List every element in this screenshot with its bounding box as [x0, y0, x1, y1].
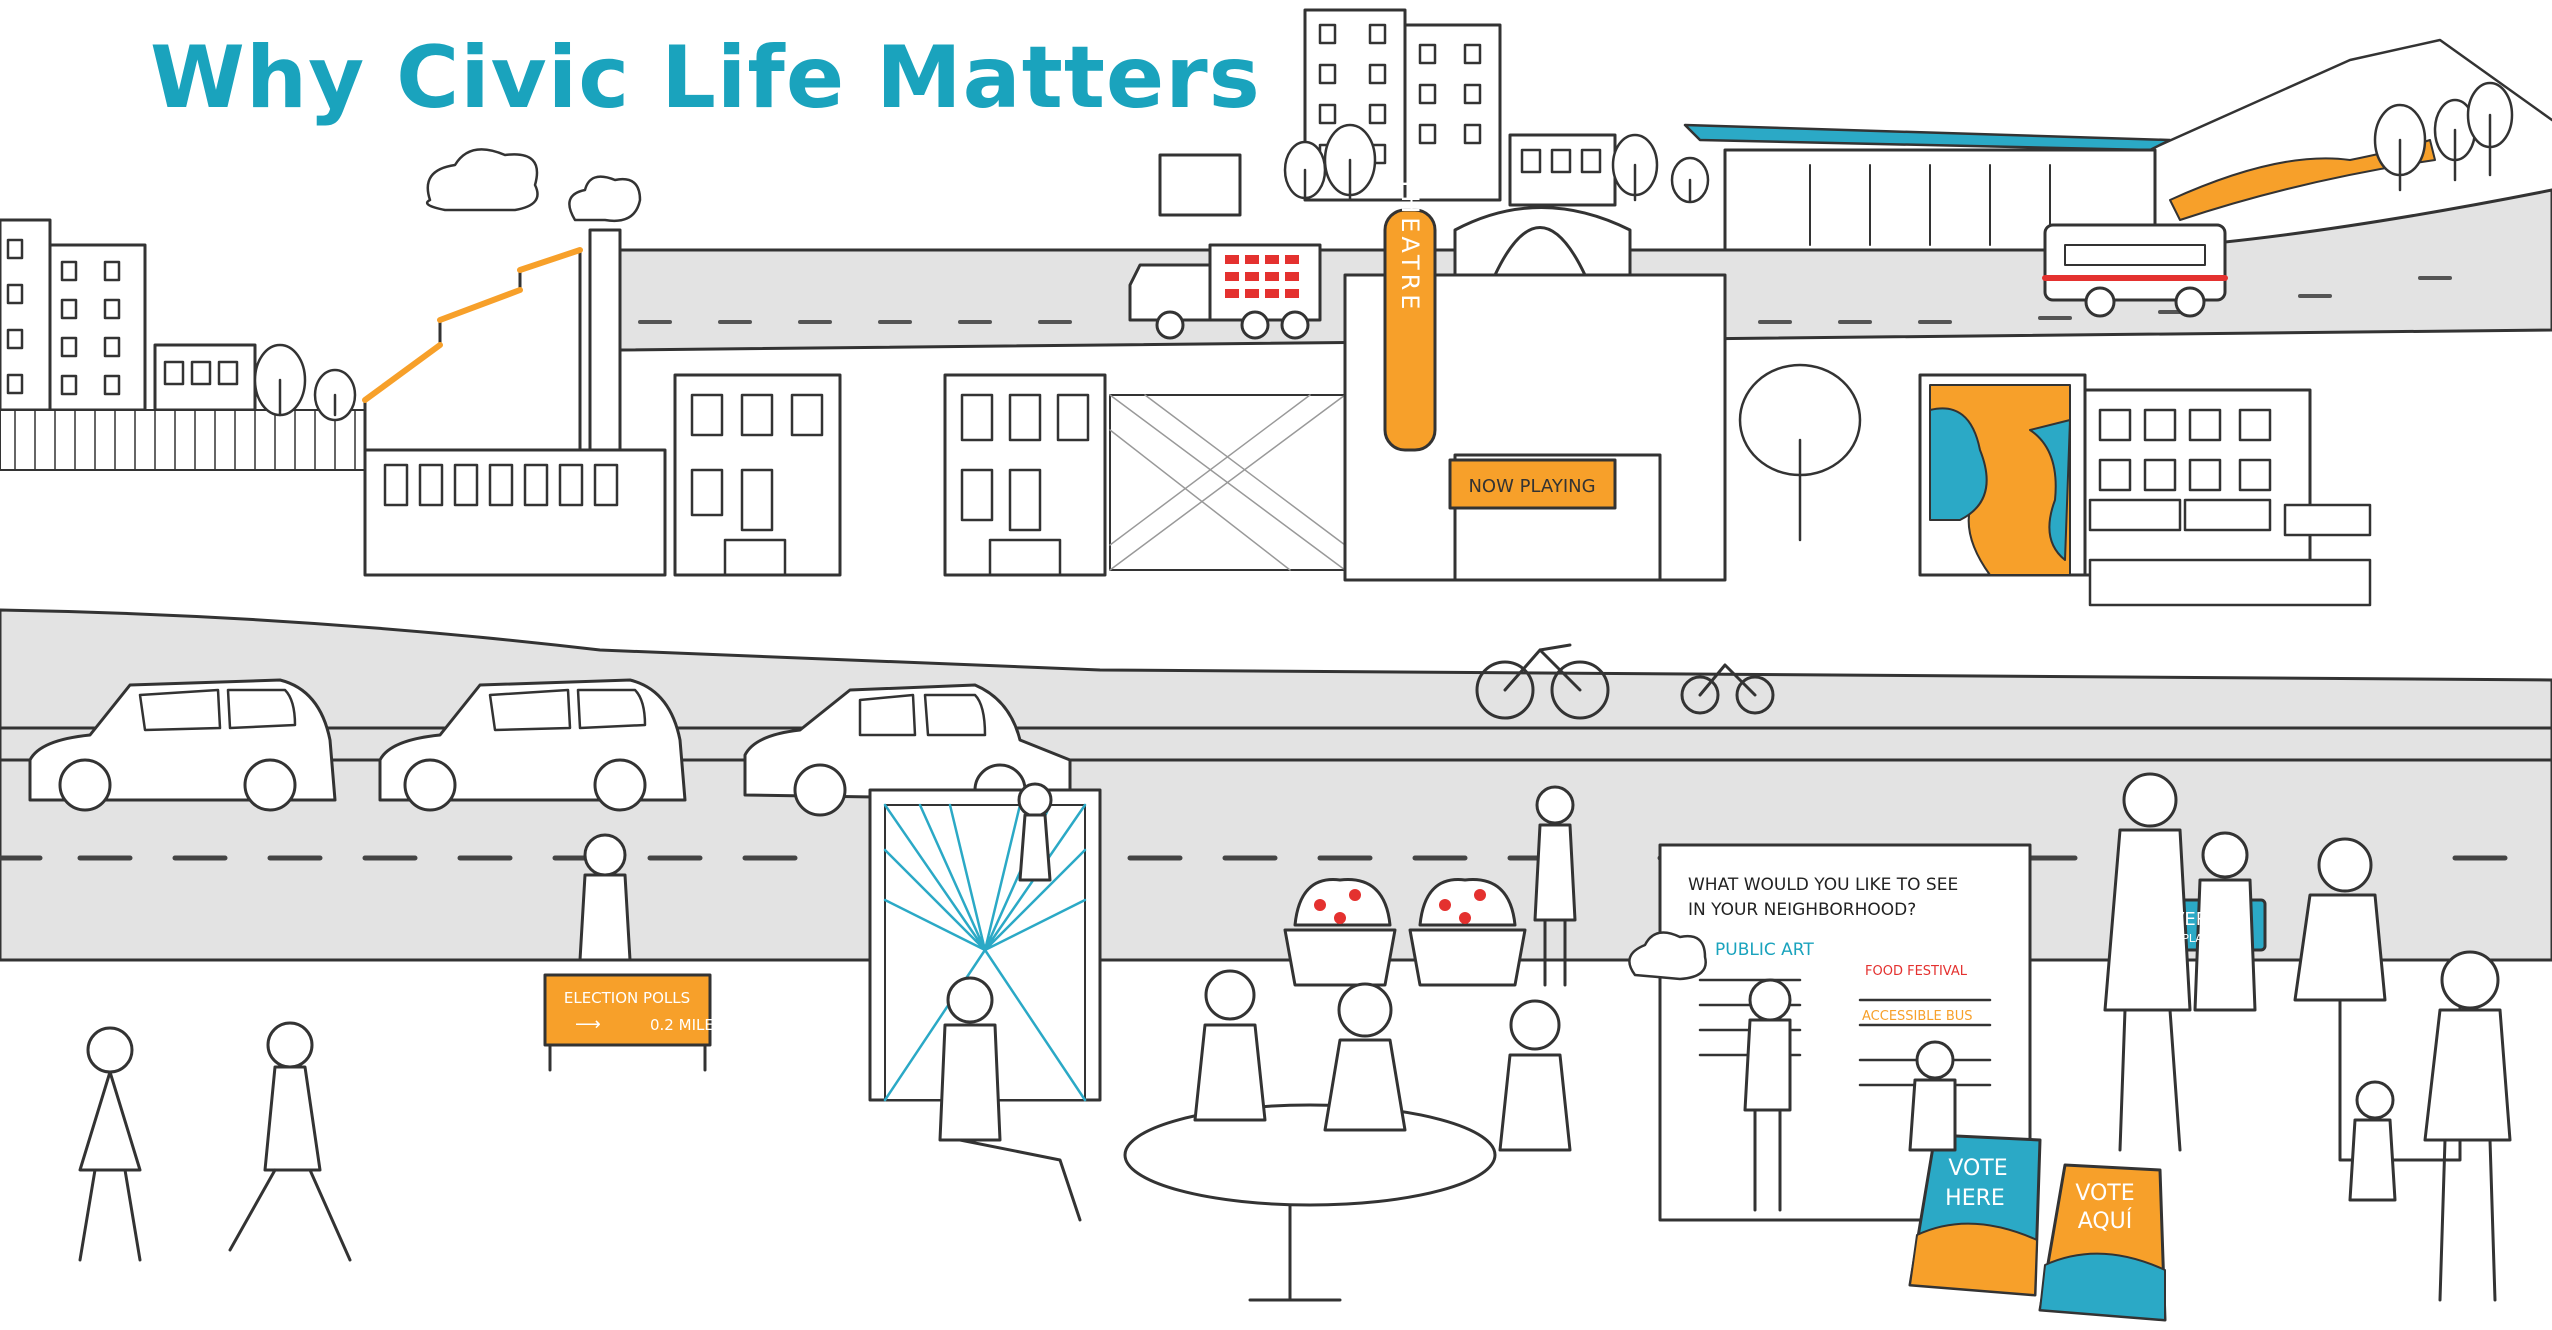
- tower-building: [1158, 8, 1617, 217]
- board-answer-public-art: PUBLIC ART: [1715, 940, 1814, 960]
- board-question-line1: WHAT WOULD YOU LIKE TO SEE: [1688, 875, 1958, 895]
- plaza-sign-line1: DIVERSITY: [2153, 909, 2248, 930]
- row-house-1: [673, 373, 842, 577]
- vote-here-line1: VOTE: [1948, 1156, 2007, 1181]
- polls-sign-line2: 0.2 MILES: [650, 1016, 723, 1034]
- mountain: [2158, 38, 2552, 147]
- board-answer-accessible-bus: ACCESSIBLE BUS: [1862, 1009, 1973, 1024]
- vote-aqui-line1: VOTE: [2075, 1181, 2134, 1206]
- theatre-sign-text: THEATRE: [1396, 176, 1424, 314]
- vote-aqui-line2: AQUÍ: [2078, 1208, 2133, 1234]
- community-table: [1123, 1103, 1497, 1207]
- election-polls-sign: [543, 973, 712, 1047]
- modern-building-roof: [1683, 123, 2172, 152]
- plaza-sign-line2: PLAZA: [2182, 932, 2218, 945]
- row-house-2: [943, 373, 1107, 577]
- board-answer-food-festival: FOOD FESTIVAL: [1865, 964, 1968, 979]
- arrow-right-icon: ⟶: [575, 1014, 601, 1035]
- left-apartment-building: [0, 218, 257, 412]
- play-arch: [868, 788, 1102, 1102]
- truck-icon: [1128, 243, 1322, 340]
- person-icon: [78, 772, 2512, 1302]
- flower-planter-icon: [1283, 878, 1527, 987]
- factory: [363, 228, 667, 577]
- board-question-line2: IN YOUR NEIGHBORHOOD?: [1688, 900, 1916, 920]
- tree-icon: [253, 81, 2514, 542]
- marquee-text: NOW PLAYING: [1468, 476, 1595, 497]
- polls-sign-line1: ELECTION POLLS: [564, 989, 690, 1007]
- market-stall: [2088, 498, 2372, 607]
- cloud-icon: [425, 148, 539, 212]
- theatre-sign: [1383, 208, 1437, 452]
- car-icon: [28, 678, 1072, 817]
- page-title: Why Civic Life Matters: [150, 28, 1261, 128]
- bicycle-icon: [1475, 643, 1775, 720]
- thought-bubble-icon: [1628, 931, 1707, 981]
- vote-here-line2: HERE: [1945, 1186, 2005, 1211]
- smoke-icon: [568, 175, 642, 223]
- marquee-sign: [1448, 458, 1617, 510]
